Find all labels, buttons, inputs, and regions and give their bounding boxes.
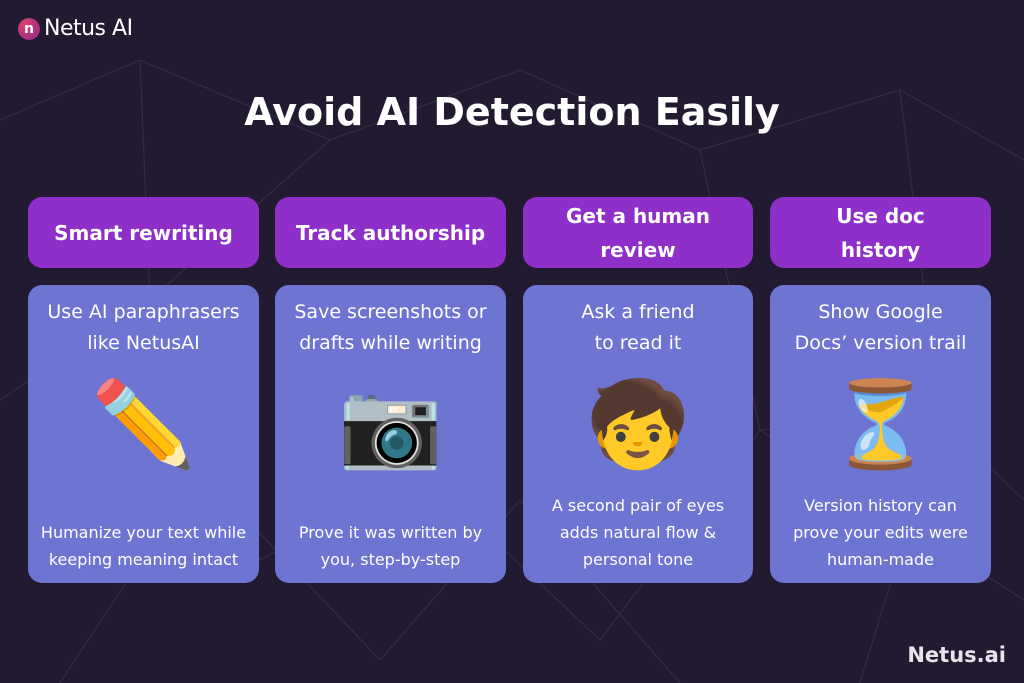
footer-brand: Netus.ai [907, 643, 1006, 667]
netus-logo: n Netus AI [18, 16, 133, 41]
column-heading: Track authorship [275, 197, 506, 268]
person-icon: 🧒 [585, 374, 691, 473]
card-top-text: Use AI paraphrasers like NetusAI [47, 301, 240, 354]
card-bottom-text: Prove it was written by you, step-by-ste… [298, 523, 483, 569]
card-bottom-text: A second pair of eyes adds natural flow … [551, 496, 725, 569]
column-heading: Use doc history [770, 197, 991, 268]
tip-card: Use AI paraphrasers like NetusAI ✏️ Huma… [28, 285, 259, 583]
card-bottom-text: Version history can prove your edits wer… [793, 496, 968, 569]
column-doc-history: Use doc history Show Google Docs’ versio… [770, 197, 991, 583]
logo-text: Netus AI [44, 16, 133, 41]
card-top-text: Save screenshots or drafts while writing [294, 301, 487, 354]
column-track-authorship: Track authorship Save screenshots or dra… [275, 197, 506, 583]
pencil-icon: ✏️ [91, 374, 196, 473]
card-top-text: Show Google Docs’ version trail [794, 301, 967, 354]
hourglass-icon: ⏳ [828, 374, 933, 473]
column-human-review: Get a human review Ask a friend to read … [523, 197, 753, 583]
card-top-text: Ask a friend to read it [581, 301, 695, 354]
column-smart-rewriting: Smart rewriting Use AI paraphrasers like… [28, 197, 259, 583]
column-heading: Get a human review [523, 197, 753, 268]
column-heading: Smart rewriting [28, 197, 259, 268]
netus-logo-icon: n [18, 17, 40, 40]
page-title: Avoid AI Detection Easily [244, 90, 780, 134]
card-bottom-text: Humanize your text while keeping meaning… [40, 523, 247, 569]
tip-card: Save screenshots or drafts while writing… [275, 285, 506, 583]
tip-card: Show Google Docs’ version trail ⏳ Versio… [770, 285, 991, 583]
camera-icon: 📷 [338, 374, 443, 473]
tip-card: Ask a friend to read it 🧒 A second pair … [523, 285, 753, 583]
